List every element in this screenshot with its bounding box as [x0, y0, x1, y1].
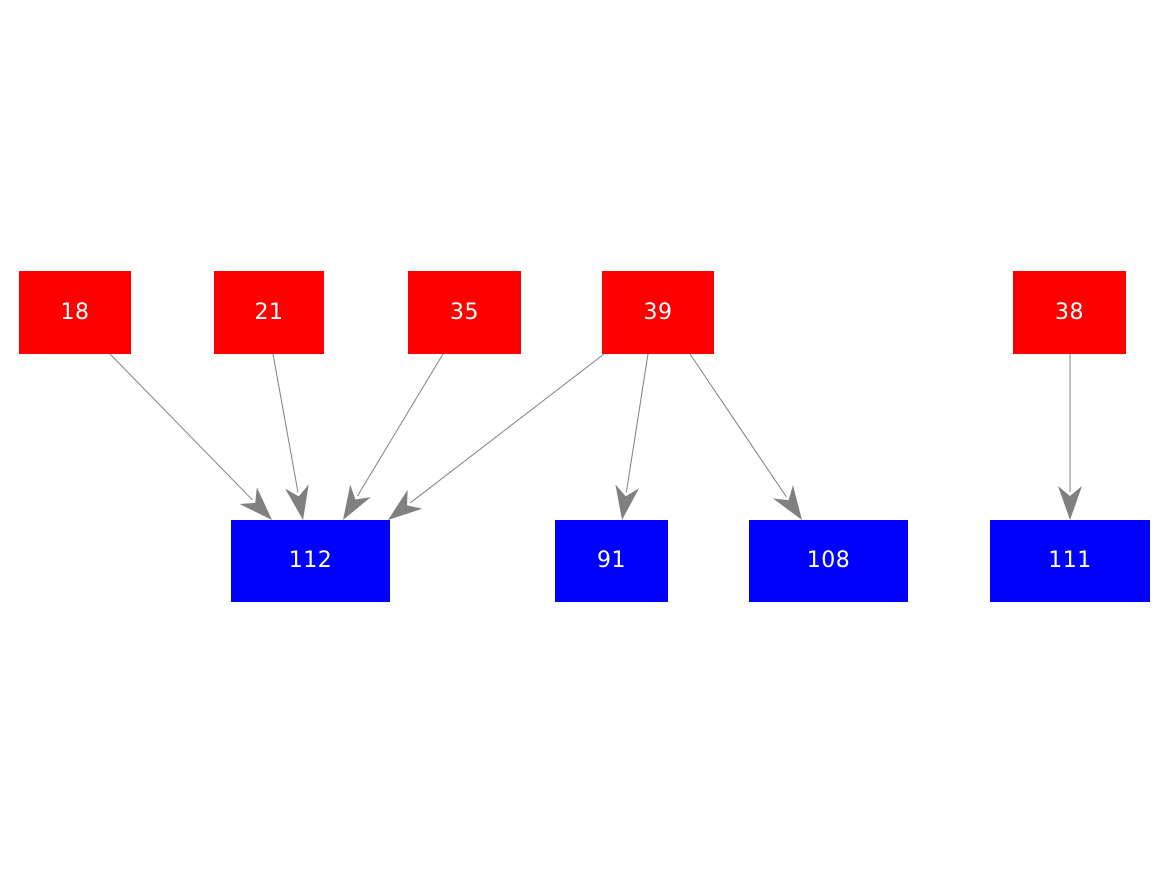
arrowhead-18-to-112: [239, 487, 272, 520]
node-35[interactable]: 35: [408, 271, 521, 354]
arrowhead-38-to-111: [1058, 486, 1082, 520]
node-label-108: 108: [806, 548, 851, 573]
arrowhead-39-to-112: [388, 489, 423, 520]
node-112[interactable]: 112: [231, 520, 390, 602]
node-label-18: 18: [60, 299, 90, 325]
arrowhead-35-to-112: [343, 484, 371, 520]
edge-line-18-to-112: [109, 353, 253, 501]
node-21[interactable]: 21: [214, 271, 324, 354]
arrowhead-39-to-91: [615, 484, 640, 520]
edge-line-39-to-91: [625, 353, 649, 493]
node-39[interactable]: 39: [602, 271, 714, 354]
edge-line-39-to-112: [409, 353, 605, 504]
node-label-35: 35: [450, 299, 479, 325]
node-label-112: 112: [288, 548, 333, 573]
arrowhead-39-to-108: [773, 485, 802, 520]
node-111[interactable]: 111: [990, 520, 1150, 602]
edge-line-35-to-112: [357, 353, 444, 497]
edge-line-39-to-108: [689, 353, 787, 498]
node-label-111: 111: [1048, 548, 1092, 573]
node-38[interactable]: 38: [1013, 271, 1126, 354]
node-108[interactable]: 108: [749, 520, 908, 602]
edge-line-21-to-112: [272, 353, 299, 493]
arrowhead-21-to-112: [285, 484, 309, 520]
node-label-39: 39: [643, 299, 673, 325]
node-18[interactable]: 18: [19, 271, 131, 354]
node-label-21: 21: [254, 299, 284, 325]
node-label-91: 91: [597, 548, 626, 573]
node-label-38: 38: [1055, 299, 1084, 325]
node-91[interactable]: 91: [555, 520, 668, 602]
